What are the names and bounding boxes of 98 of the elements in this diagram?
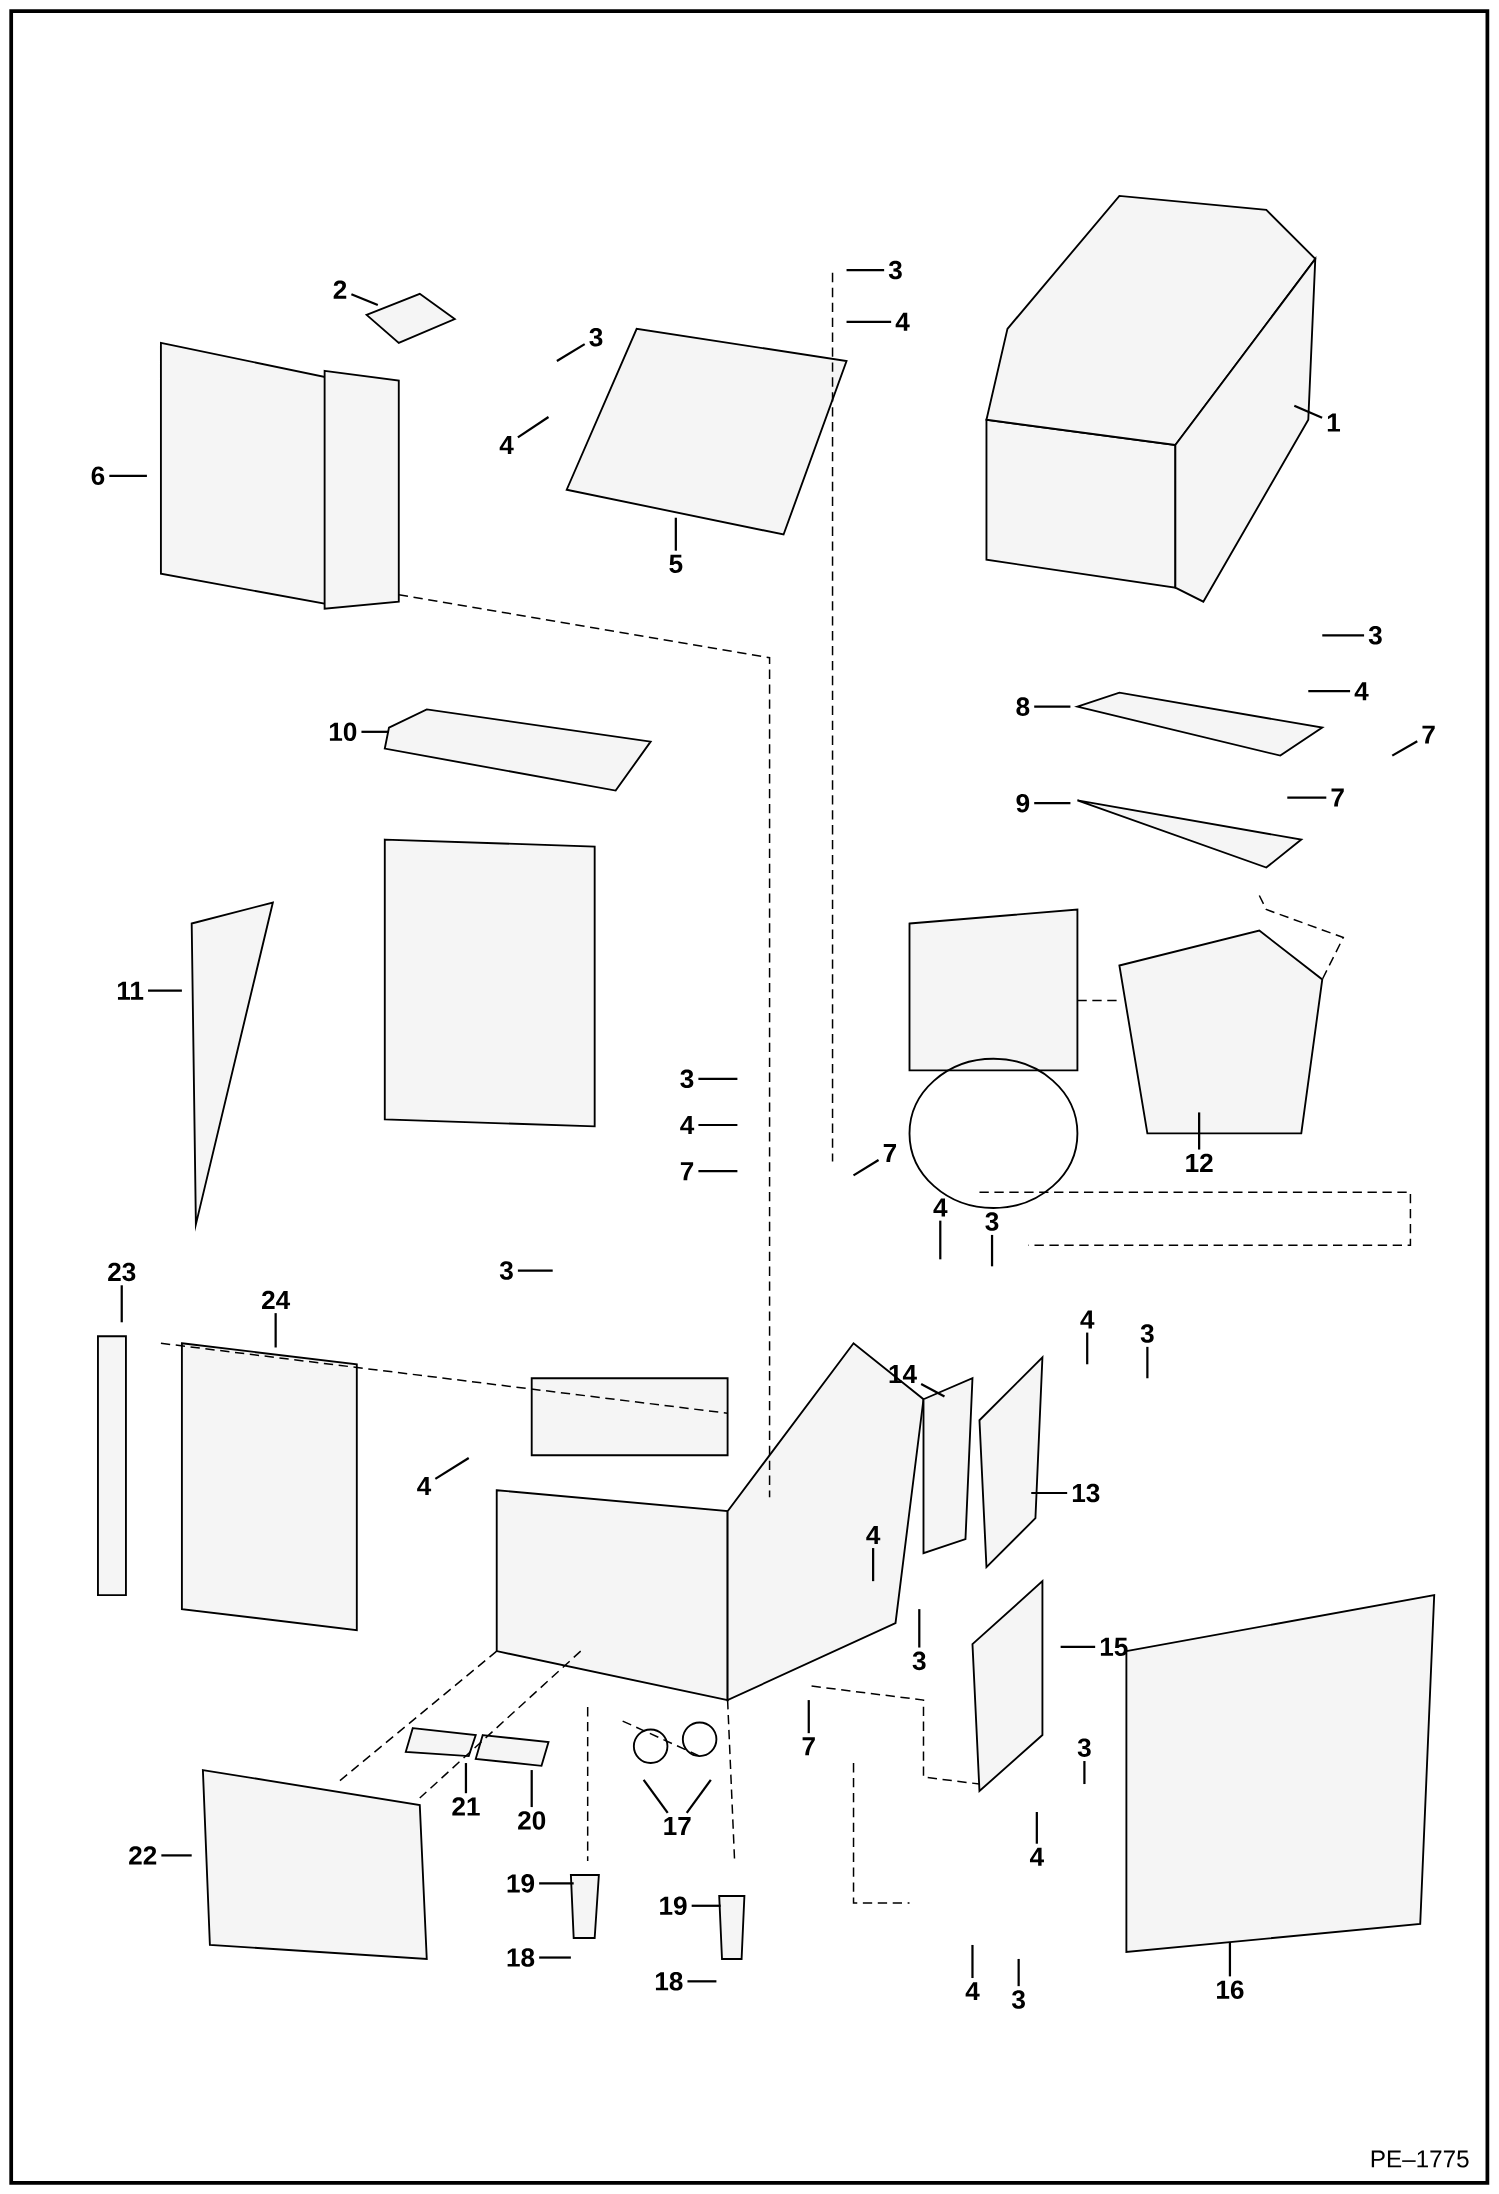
leader-line (120, 1285, 124, 1323)
callout-number: 4 (417, 1477, 432, 1495)
callout-number: 16 (1217, 1980, 1244, 1999)
callout-number: 3 (1369, 626, 1382, 645)
callout-number: 4 (1354, 682, 1369, 701)
leader-line (807, 1700, 811, 1734)
leader-line (686, 1779, 712, 1814)
leader-line (698, 1170, 738, 1173)
callout-number: 22 (129, 1846, 157, 1865)
leader-line (1034, 802, 1071, 805)
leader-line (517, 416, 550, 439)
leader-line (530, 1770, 534, 1808)
callout-number: 4 (499, 436, 514, 454)
callout-number: 11 (118, 981, 144, 1000)
callout-number: 4 (1080, 1310, 1095, 1329)
leader-line (1229, 1942, 1232, 1977)
leader-line (698, 1123, 738, 1127)
leader-line (691, 1904, 721, 1907)
callout-number: 10 (330, 722, 357, 742)
callout-number: 23 (108, 1262, 136, 1282)
leader-line (1060, 1645, 1096, 1649)
callout-number: 7 (802, 1737, 816, 1756)
leader-line (161, 1854, 192, 1857)
leader-line (1086, 1332, 1089, 1365)
callout-number: 12 (1186, 1153, 1213, 1172)
leader-line (1035, 1812, 1039, 1844)
callout-number: 4 (866, 1526, 881, 1544)
leader-line (556, 343, 586, 362)
callout-number: 3 (1140, 1324, 1154, 1343)
callout-number: 8 (1016, 697, 1030, 716)
callout-number: 3 (680, 1069, 694, 1089)
leader-line (539, 1882, 574, 1885)
leader-line (698, 1077, 738, 1080)
leader-line (991, 1234, 994, 1267)
callout-number: 7 (1422, 725, 1435, 744)
leader-line (853, 1159, 880, 1177)
callout-number: 3 (985, 1212, 999, 1231)
callout-number: 5 (669, 554, 683, 574)
leader-line (971, 1944, 974, 1979)
leader-line (1287, 796, 1327, 799)
callout-number: 4 (680, 1116, 695, 1134)
leader-line (465, 1763, 468, 1794)
callout-number: 19 (507, 1874, 535, 1893)
callout-number: 7 (681, 1162, 694, 1181)
leader-line (351, 293, 379, 307)
leader-line (674, 517, 678, 551)
leader-line (109, 474, 148, 477)
callout-number: 3 (589, 327, 603, 347)
leader-line (539, 1956, 572, 1959)
leader-line (846, 320, 892, 323)
callout-number: 4 (933, 1198, 948, 1217)
leader-line (1017, 1958, 1020, 1987)
leader-line (518, 1269, 553, 1272)
callout-number: 9 (1016, 793, 1030, 813)
callout-number: 3 (500, 1261, 514, 1280)
callout-number: 21 (452, 1797, 480, 1816)
leader-line (920, 1383, 946, 1398)
leader-line (642, 1779, 669, 1814)
callout-number: 3 (889, 260, 903, 280)
callout-number: 18 (656, 1972, 683, 1991)
callout-number: 18 (507, 1948, 535, 1967)
callout-number: 3 (1012, 1990, 1026, 2009)
leader-line (872, 1548, 875, 1582)
drawing-number: PE–1775 (1372, 2150, 1469, 2168)
leader-line (1198, 1112, 1201, 1150)
leader-line (687, 1980, 717, 1983)
callout-number: 17 (664, 1817, 691, 1835)
leader-line (1083, 1761, 1086, 1785)
callout-number: 13 (1073, 1483, 1100, 1503)
leader-line (274, 1313, 277, 1348)
callout-number: 14 (889, 1365, 918, 1384)
callout-number: 6 (91, 466, 105, 485)
callout-number: 7 (884, 1144, 897, 1162)
callout-number: 3 (1077, 1738, 1091, 1757)
leader-line (918, 1609, 921, 1648)
callout-number: 3 (912, 1651, 926, 1671)
callout-number: 4 (895, 312, 910, 331)
leader-line (1034, 705, 1071, 708)
callout-number: 4 (965, 1982, 980, 2001)
callout-number: 4 (1030, 1847, 1045, 1866)
callout-number: 2 (333, 280, 347, 299)
leader-line (148, 989, 183, 992)
leader-line (1146, 1346, 1149, 1379)
callout-number: 1 (1328, 413, 1341, 432)
leader-line (1322, 634, 1365, 637)
callout-number: 20 (518, 1811, 546, 1830)
callout-number: 7 (1331, 788, 1344, 807)
leader-line (361, 730, 390, 733)
callout-number: 24 (262, 1290, 291, 1310)
leader-line (1391, 740, 1419, 757)
callout-number: 15 (1101, 1637, 1128, 1657)
leader-line (1308, 690, 1351, 693)
leader-line (434, 1457, 470, 1480)
leader-line (1031, 1491, 1068, 1495)
leader-line (939, 1220, 942, 1260)
callout-number: 19 (660, 1896, 687, 1916)
leader-line (1294, 404, 1323, 419)
leader-line (846, 268, 885, 272)
